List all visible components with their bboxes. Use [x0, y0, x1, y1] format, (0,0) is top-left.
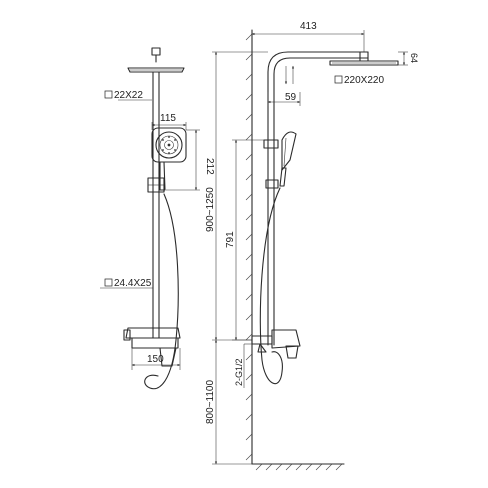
dim-head-size: 220X220	[334, 75, 384, 86]
front-shower-head	[127, 67, 185, 73]
head-connector	[151, 47, 161, 56]
side-riser-inner	[273, 57, 369, 346]
label-head-thickness: 64	[409, 53, 419, 63]
label-height-lower: 800~1100	[205, 380, 216, 424]
label-handshower-width: 115	[160, 113, 176, 124]
dim-arm-length: 413	[251, 21, 365, 52]
dim-inlet-thread: 2-G1/2	[234, 343, 254, 388]
side-hose	[259, 187, 283, 385]
label-mixer-width: 150	[147, 354, 164, 365]
side-riser-outer	[267, 51, 369, 346]
wall-hatch	[245, 33, 253, 461]
dim-handshower-height: 212	[166, 129, 215, 191]
side-hand-shower	[279, 131, 297, 187]
side-slide-holder-lower	[265, 179, 279, 189]
dim-head-thickness: 64	[398, 51, 419, 66]
dim-arm-offset: 59	[267, 92, 301, 106]
dim-connector-size: 22X22	[104, 90, 152, 101]
adjust-arrows	[284, 65, 295, 85]
dim-height-upper: 900~1250	[205, 51, 268, 341]
front-view: 22X22 115 212 24.4X25 150	[100, 47, 215, 390]
dim-height-lower: 800~1100	[205, 339, 252, 465]
dim-bar-size: 24.4X25	[100, 278, 153, 289]
front-hand-shower	[151, 127, 187, 191]
dim-mixer-width: 150	[131, 348, 181, 370]
dim-slide-length: 791	[225, 139, 264, 341]
side-slide-holder-upper	[263, 139, 279, 149]
label-head-size: 220X220	[344, 75, 384, 86]
label-inlet-thread: 2-G1/2	[234, 358, 244, 386]
side-head-connector	[359, 51, 369, 62]
label-arm-offset: 59	[285, 92, 297, 103]
label-connector-size: 22X22	[114, 90, 143, 101]
label-handshower-height: 212	[204, 158, 215, 175]
front-hose	[144, 193, 179, 390]
side-view: 413 64 220X220 59 900~1250	[205, 21, 419, 471]
floor-hatch	[255, 463, 343, 471]
label-arm-length: 413	[300, 21, 317, 32]
label-slide-length: 791	[225, 231, 236, 248]
label-height-upper: 900~1250	[205, 187, 216, 232]
dim-handshower-width: 115	[151, 113, 187, 130]
side-mixer	[251, 329, 301, 359]
label-bar-size: 24.4X25	[114, 278, 152, 289]
